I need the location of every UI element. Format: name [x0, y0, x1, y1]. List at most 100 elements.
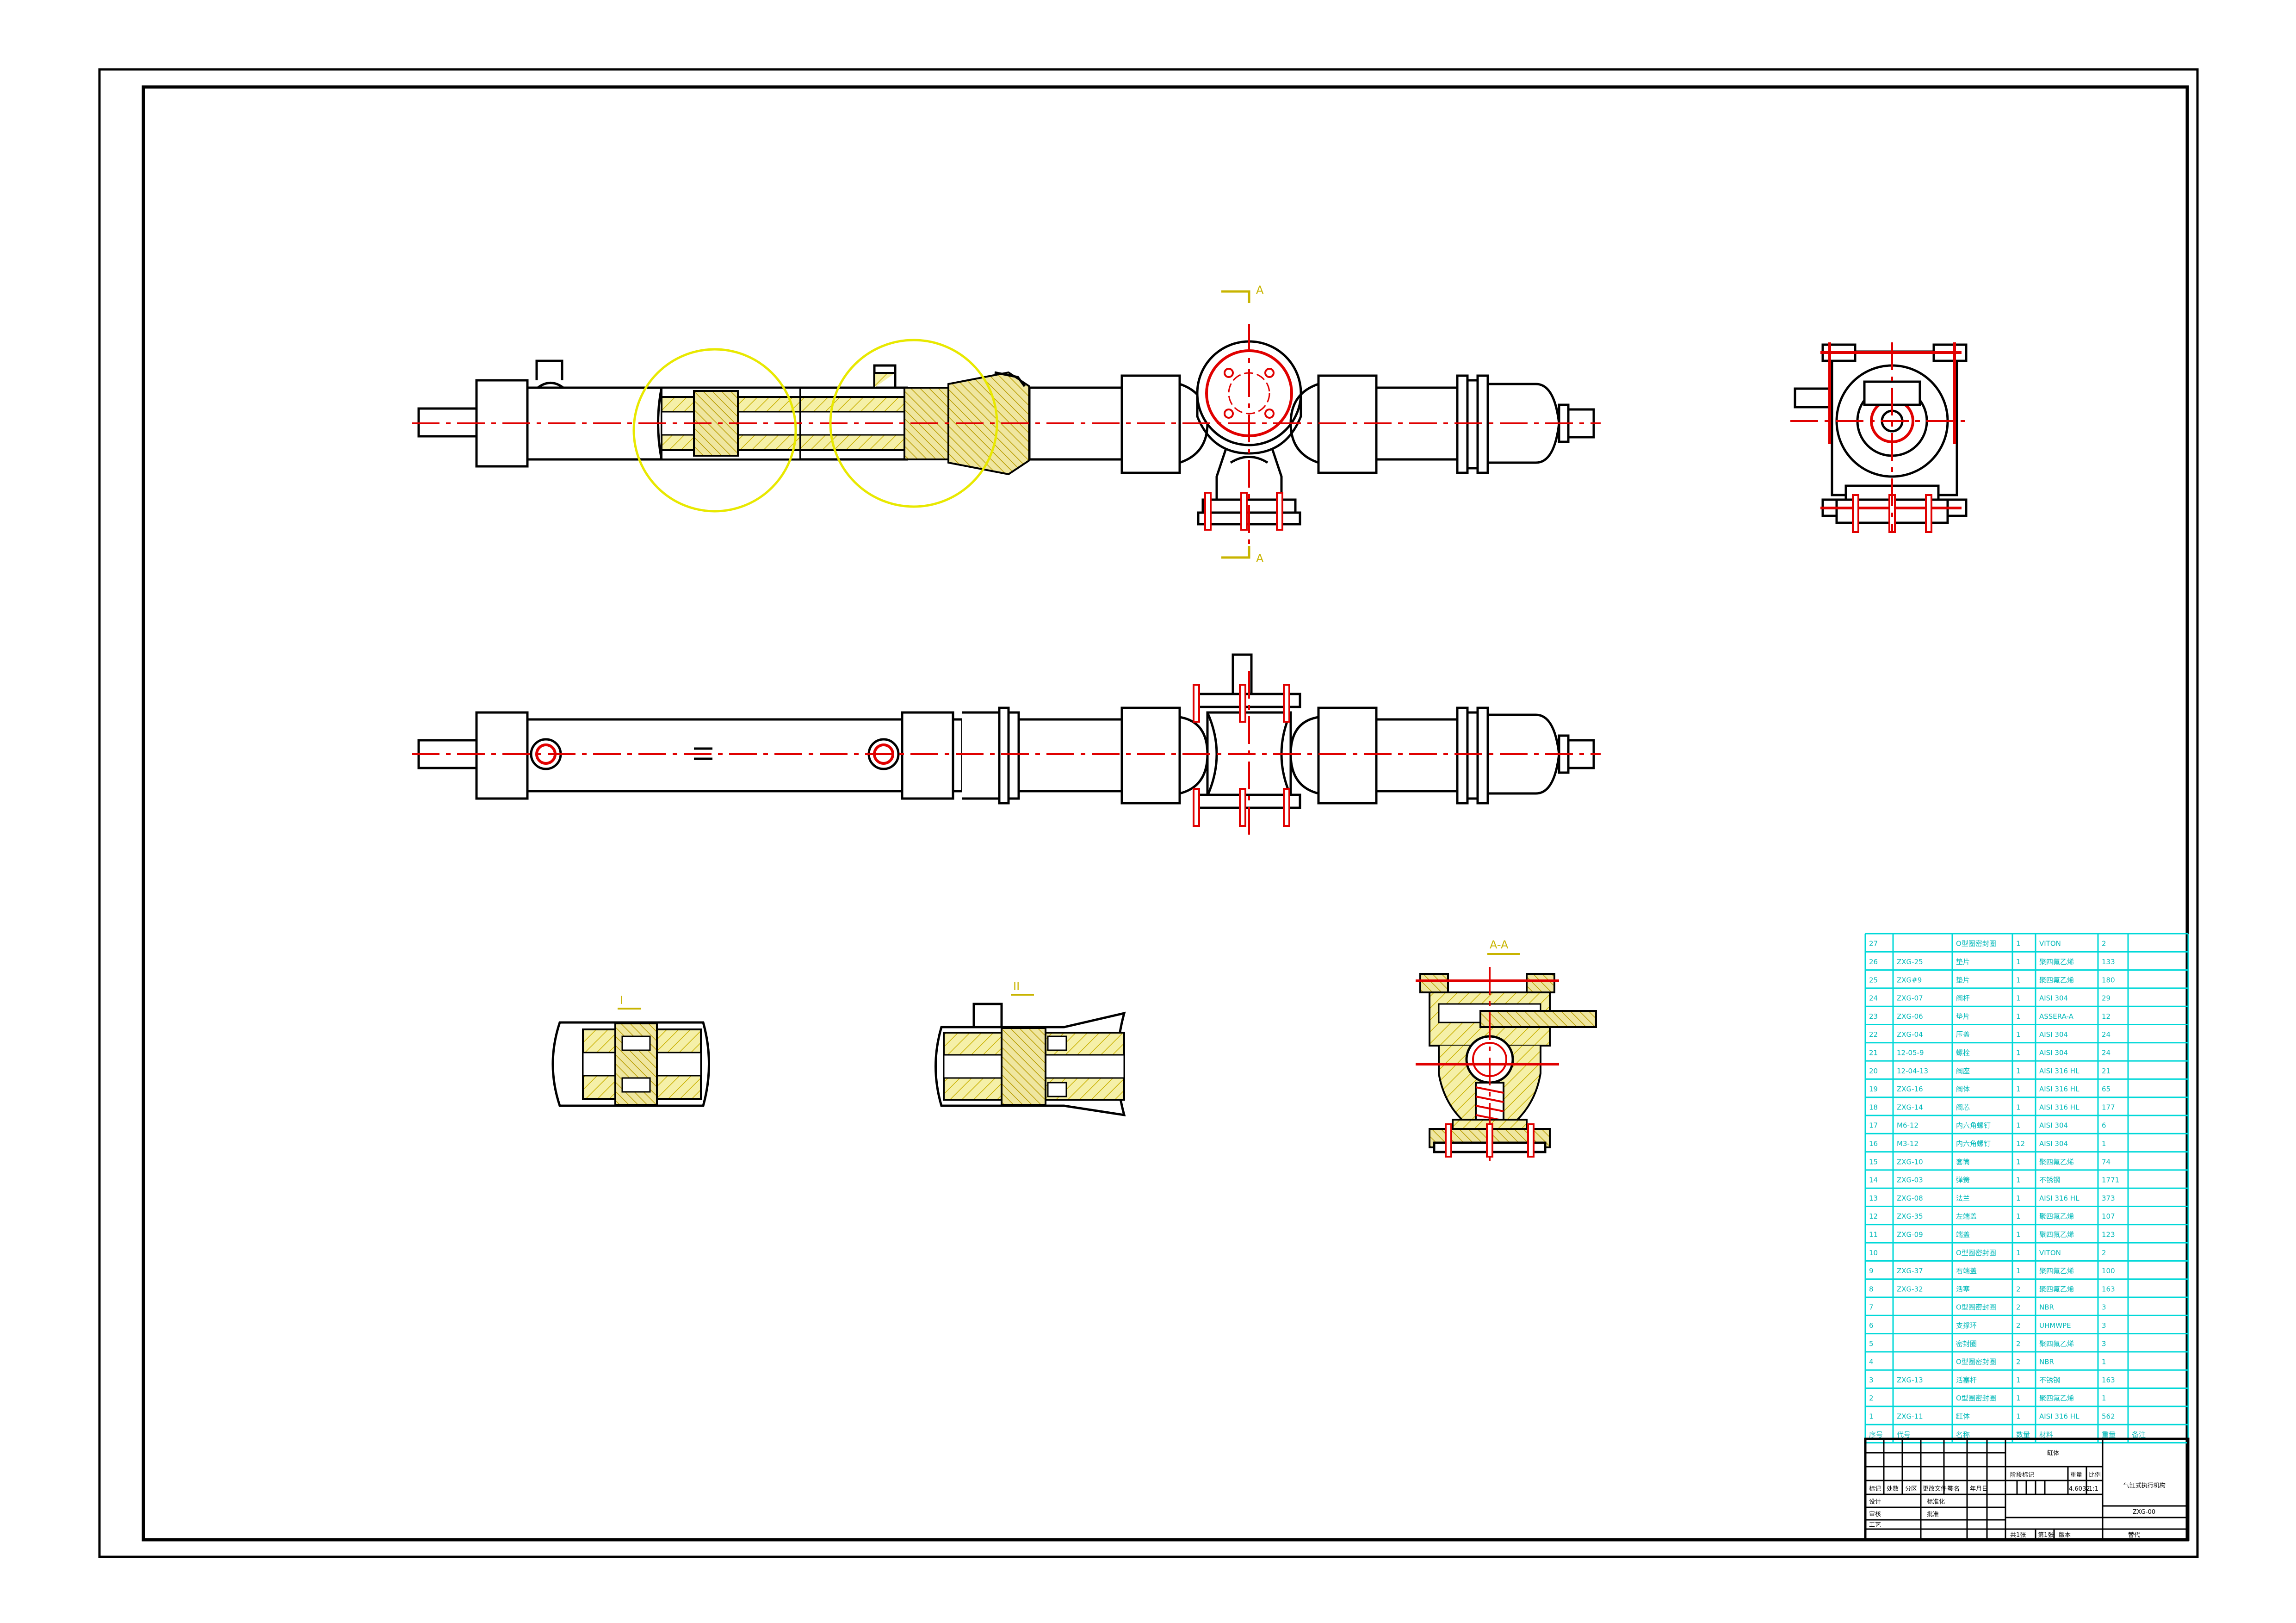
bom-cell-no: 14	[1869, 1176, 1878, 1184]
bom-cell-material: AISI 316 HL	[2039, 1103, 2079, 1111]
bom-cell-name: 右端盖	[1956, 1267, 1977, 1275]
bom-cell-code: ZXG-37	[1897, 1267, 1923, 1275]
bom-cell-qty: 1	[2016, 1121, 2021, 1130]
bom-cell-material: VITON	[2039, 1249, 2061, 1257]
bom-cell-qty: 2	[2016, 1339, 2021, 1348]
bom-cell-code: M3-12	[1897, 1140, 1918, 1148]
bom-cell-weight: 2	[2102, 940, 2106, 948]
bom-cell-qty: 2	[2016, 1321, 2021, 1330]
section-label-aa: A-A	[1490, 938, 1509, 951]
bom-cell-no: 20	[1869, 1067, 1878, 1075]
bom-cell-no: 19	[1869, 1085, 1878, 1093]
bom-cell-weight: 163	[2102, 1285, 2115, 1293]
bom-header-note: 备注	[2132, 1431, 2146, 1439]
bom-cell-name: 螺栓	[1956, 1049, 1970, 1057]
bom-header-no: 序号	[1869, 1431, 1883, 1439]
bom-cell-weight: 6	[2102, 1121, 2106, 1130]
bom-cell-code: ZXG-11	[1897, 1412, 1923, 1421]
section-mark-top: A	[1256, 284, 1264, 297]
tb-scale-value: 1:1	[2089, 1486, 2098, 1493]
tb-drawing-title: 气缸式执行机构	[2123, 1482, 2166, 1489]
bom-cell-qty: 2	[2016, 1303, 2021, 1312]
bom-cell-material: AISI 304	[2039, 1121, 2068, 1130]
bom-cell-no: 7	[1869, 1303, 1874, 1312]
bom-cell-qty: 1	[2016, 1212, 2021, 1220]
tb-scale-label: 比例	[2089, 1472, 2101, 1479]
bom-cell-material: NBR	[2039, 1358, 2054, 1366]
bom-cell-name: 套筒	[1956, 1158, 1970, 1166]
bom-cell-weight: 123	[2102, 1231, 2115, 1239]
bom-cell-name: 法兰	[1956, 1194, 1970, 1202]
bom-cell-qty: 1	[2016, 1376, 2021, 1384]
tb-weight-value: 4.6032	[2069, 1486, 2090, 1493]
bom-cell-code: ZXG-07	[1897, 994, 1923, 1003]
bom-cell-qty: 1	[2016, 940, 2021, 948]
bom-cell-material: 聚四氟乙烯	[2039, 958, 2074, 966]
bom-cell-no: 1	[1869, 1412, 1874, 1421]
bom-cell-name: 阀杆	[1956, 994, 1970, 1003]
title-block: 标记 处数 分区 更改文件号 签名 年月日 设计 标准化 审核 批准 工艺 缸体…	[1864, 1437, 2190, 1541]
tb-sheet: 第1张	[2038, 1532, 2054, 1539]
bom-cell-weight: 177	[2102, 1103, 2115, 1111]
bom-cell-no: 26	[1869, 958, 1878, 966]
tb-product: 缸体	[2047, 1450, 2059, 1457]
bom-cell-weight: 2	[2102, 1249, 2106, 1257]
bom-cell-name: 缸体	[1956, 1412, 1970, 1421]
tb-standard: 标准化	[1927, 1499, 1945, 1505]
bom-cell-material: AISI 304	[2039, 1030, 2068, 1039]
side-view	[1790, 342, 1971, 533]
bom-cell-qty: 2	[2016, 1358, 2021, 1366]
bom-cell-name: O型圈密封圈	[1956, 1303, 1996, 1312]
bom-cell-name: 弹簧	[1956, 1176, 1970, 1184]
bom-cell-no: 5	[1869, 1339, 1874, 1348]
bom-cell-material: 聚四氟乙烯	[2039, 1212, 2074, 1220]
bom-cell-no: 8	[1869, 1285, 1874, 1293]
bom-header-qty: 数量	[2016, 1431, 2030, 1439]
bom-cell-material: NBR	[2039, 1303, 2054, 1312]
bom-cell-weight: 12	[2102, 1012, 2110, 1021]
bom-cell-qty: 2	[2016, 1285, 2021, 1293]
bom-cell-weight: 133	[2102, 958, 2115, 966]
detail-label-i: I	[620, 994, 623, 1007]
bom-cell-qty: 1	[2016, 976, 2021, 984]
bom-cell-qty: 1	[2016, 958, 2021, 966]
bom-cell-weight: 180	[2102, 976, 2115, 984]
bom-cell-name: 密封圈	[1956, 1339, 1977, 1348]
bom-cell-qty: 1	[2016, 1194, 2021, 1202]
bom-cell-weight: 163	[2102, 1376, 2115, 1384]
bom-cell-weight: 21	[2102, 1067, 2110, 1075]
bom-cell-code: ZXG-09	[1897, 1231, 1923, 1239]
tb-date: 年月日	[1970, 1486, 1988, 1493]
bom-cell-no: 11	[1869, 1231, 1878, 1239]
bom-cell-qty: 1	[2016, 1049, 2021, 1057]
bom-cell-material: AISI 304	[2039, 994, 2068, 1003]
bom-cell-qty: 1	[2016, 1030, 2021, 1039]
tb-change-no: 更改文件号	[1923, 1486, 1953, 1493]
tb-design: 设计	[1869, 1499, 1881, 1505]
bom-cell-no: 27	[1869, 940, 1878, 948]
tb-sheets: 共1张	[2010, 1532, 2026, 1539]
tb-replace: 替代	[2128, 1532, 2140, 1539]
bom-cell-name: O型圈密封圈	[1956, 1394, 1996, 1402]
bom-cell-code: ZXG-04	[1897, 1030, 1923, 1039]
bom-header-code: 代号	[1897, 1431, 1911, 1439]
detail-label-ii: II	[1013, 980, 1020, 993]
bom-cell-weight: 3	[2102, 1321, 2106, 1330]
bom-cell-material: AISI 304	[2039, 1140, 2068, 1148]
bom-cell-code: ZXG-03	[1897, 1176, 1923, 1184]
bom-cell-qty: 1	[2016, 1412, 2021, 1421]
bom-cell-weight: 100	[2102, 1267, 2115, 1275]
bom-cell-no: 25	[1869, 976, 1878, 984]
bom-cell-code: ZXG-10	[1897, 1158, 1923, 1166]
bom-cell-qty: 1	[2016, 1176, 2021, 1184]
inner-border	[142, 85, 2189, 1542]
bom-cell-name: O型圈密封圈	[1956, 1249, 1996, 1257]
bom-cell-name: 压盖	[1956, 1030, 1970, 1039]
bom-cell-code: 12-04-13	[1897, 1067, 1928, 1075]
bom-cell-name: 阀座	[1956, 1067, 1970, 1075]
bom-cell-name: O型圈密封圈	[1956, 1358, 1996, 1366]
bom-cell-code: ZXG-25	[1897, 958, 1923, 966]
bom-header-weight: 重量	[2102, 1431, 2116, 1439]
bom-cell-material: 不锈钢	[2039, 1376, 2060, 1384]
bom-cell-code: ZXG-16	[1897, 1085, 1923, 1093]
